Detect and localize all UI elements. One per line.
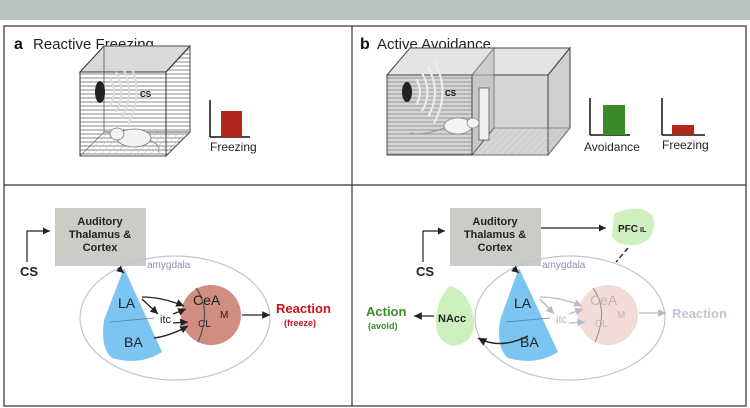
circuit-a: Auditory Thalamus & Cortex CS amygdala L… xyxy=(20,208,331,381)
freezing-bar xyxy=(221,111,242,137)
cs-label-b: CS xyxy=(445,89,457,98)
m-label-a: M xyxy=(220,310,228,321)
sound-waves-icon-b xyxy=(415,60,444,124)
nacc-label: NAcc xyxy=(438,313,466,325)
top-bar xyxy=(0,0,750,20)
cl-label-a: CL xyxy=(198,319,211,330)
avoidance-bar xyxy=(603,105,625,135)
thalamus-b-line2: Thalamus & xyxy=(464,229,526,241)
la-ba-region-a xyxy=(103,268,162,361)
panel-b-letter: b xyxy=(360,36,370,53)
rat-icon-b xyxy=(409,117,480,135)
cea-region-b xyxy=(578,285,638,345)
speaker-icon-b xyxy=(402,82,412,102)
la-label-a: LA xyxy=(118,295,136,311)
cage-a xyxy=(78,44,192,158)
thalamus-a-line3: Cortex xyxy=(83,242,119,254)
panel-borders xyxy=(3,25,747,407)
thalamus-a-line1: Auditory xyxy=(77,216,123,228)
itc-label-b: itc xyxy=(556,314,568,326)
thalamus-box-b xyxy=(450,208,541,266)
freezing-bar-chart-a xyxy=(209,100,250,138)
cea-region-a xyxy=(181,285,241,345)
amygdala-label-b: amygdala xyxy=(542,260,586,271)
cea-label-b: CeA xyxy=(590,292,618,308)
reaction-sub-a: (freeze) xyxy=(284,318,316,328)
la-ba-region-b xyxy=(499,268,558,361)
action-label: Action xyxy=(366,304,407,319)
freezing-label-b: Freezing xyxy=(662,138,709,152)
itc-label-a: itc xyxy=(160,314,172,326)
avoidance-bar-chart xyxy=(589,98,630,136)
sound-waves-icon xyxy=(109,59,138,125)
cs-input-b: CS xyxy=(416,264,434,279)
avoidance-label: Avoidance xyxy=(584,140,640,154)
reaction-label-a: Reaction xyxy=(276,301,331,316)
pfc-label: PFC xyxy=(618,224,638,235)
rat-icon xyxy=(109,127,160,153)
cs-label-a: CS xyxy=(140,90,152,99)
freezing-label-a: Freezing xyxy=(210,140,257,154)
shuttle-box-b xyxy=(385,46,572,157)
la-label-b: LA xyxy=(514,295,532,311)
cl-label-b: CL xyxy=(595,319,608,330)
thalamus-a-line2: Thalamus & xyxy=(69,229,131,241)
speaker-icon xyxy=(95,81,105,103)
action-sub-label: (avoid) xyxy=(368,321,398,331)
thalamus-b-line1: Auditory xyxy=(472,216,518,228)
ba-label-b: BA xyxy=(520,334,539,350)
reaction-label-b: Reaction xyxy=(672,306,727,321)
thalamus-box-a xyxy=(55,208,146,266)
m-label-b: M xyxy=(617,310,625,321)
circuit-b: Auditory Thalamus & Cortex CS PFC IL amy… xyxy=(366,208,727,381)
pfc-region xyxy=(612,208,655,245)
pfc-sub-label: IL xyxy=(640,227,647,234)
ba-label-a: BA xyxy=(124,334,143,350)
thalamus-b-line3: Cortex xyxy=(478,242,514,254)
freezing-bar-b xyxy=(672,125,694,135)
cs-input-a: CS xyxy=(20,264,38,279)
amygdala-label-a: amygdala xyxy=(147,260,191,271)
cea-label-a: CeA xyxy=(193,292,221,308)
panel-a-letter: a xyxy=(14,36,23,53)
amygdala-outline-a xyxy=(79,255,271,381)
amygdala-outline-b xyxy=(474,255,666,381)
nacc-region xyxy=(435,286,475,346)
freezing-bar-chart-b xyxy=(661,98,705,136)
